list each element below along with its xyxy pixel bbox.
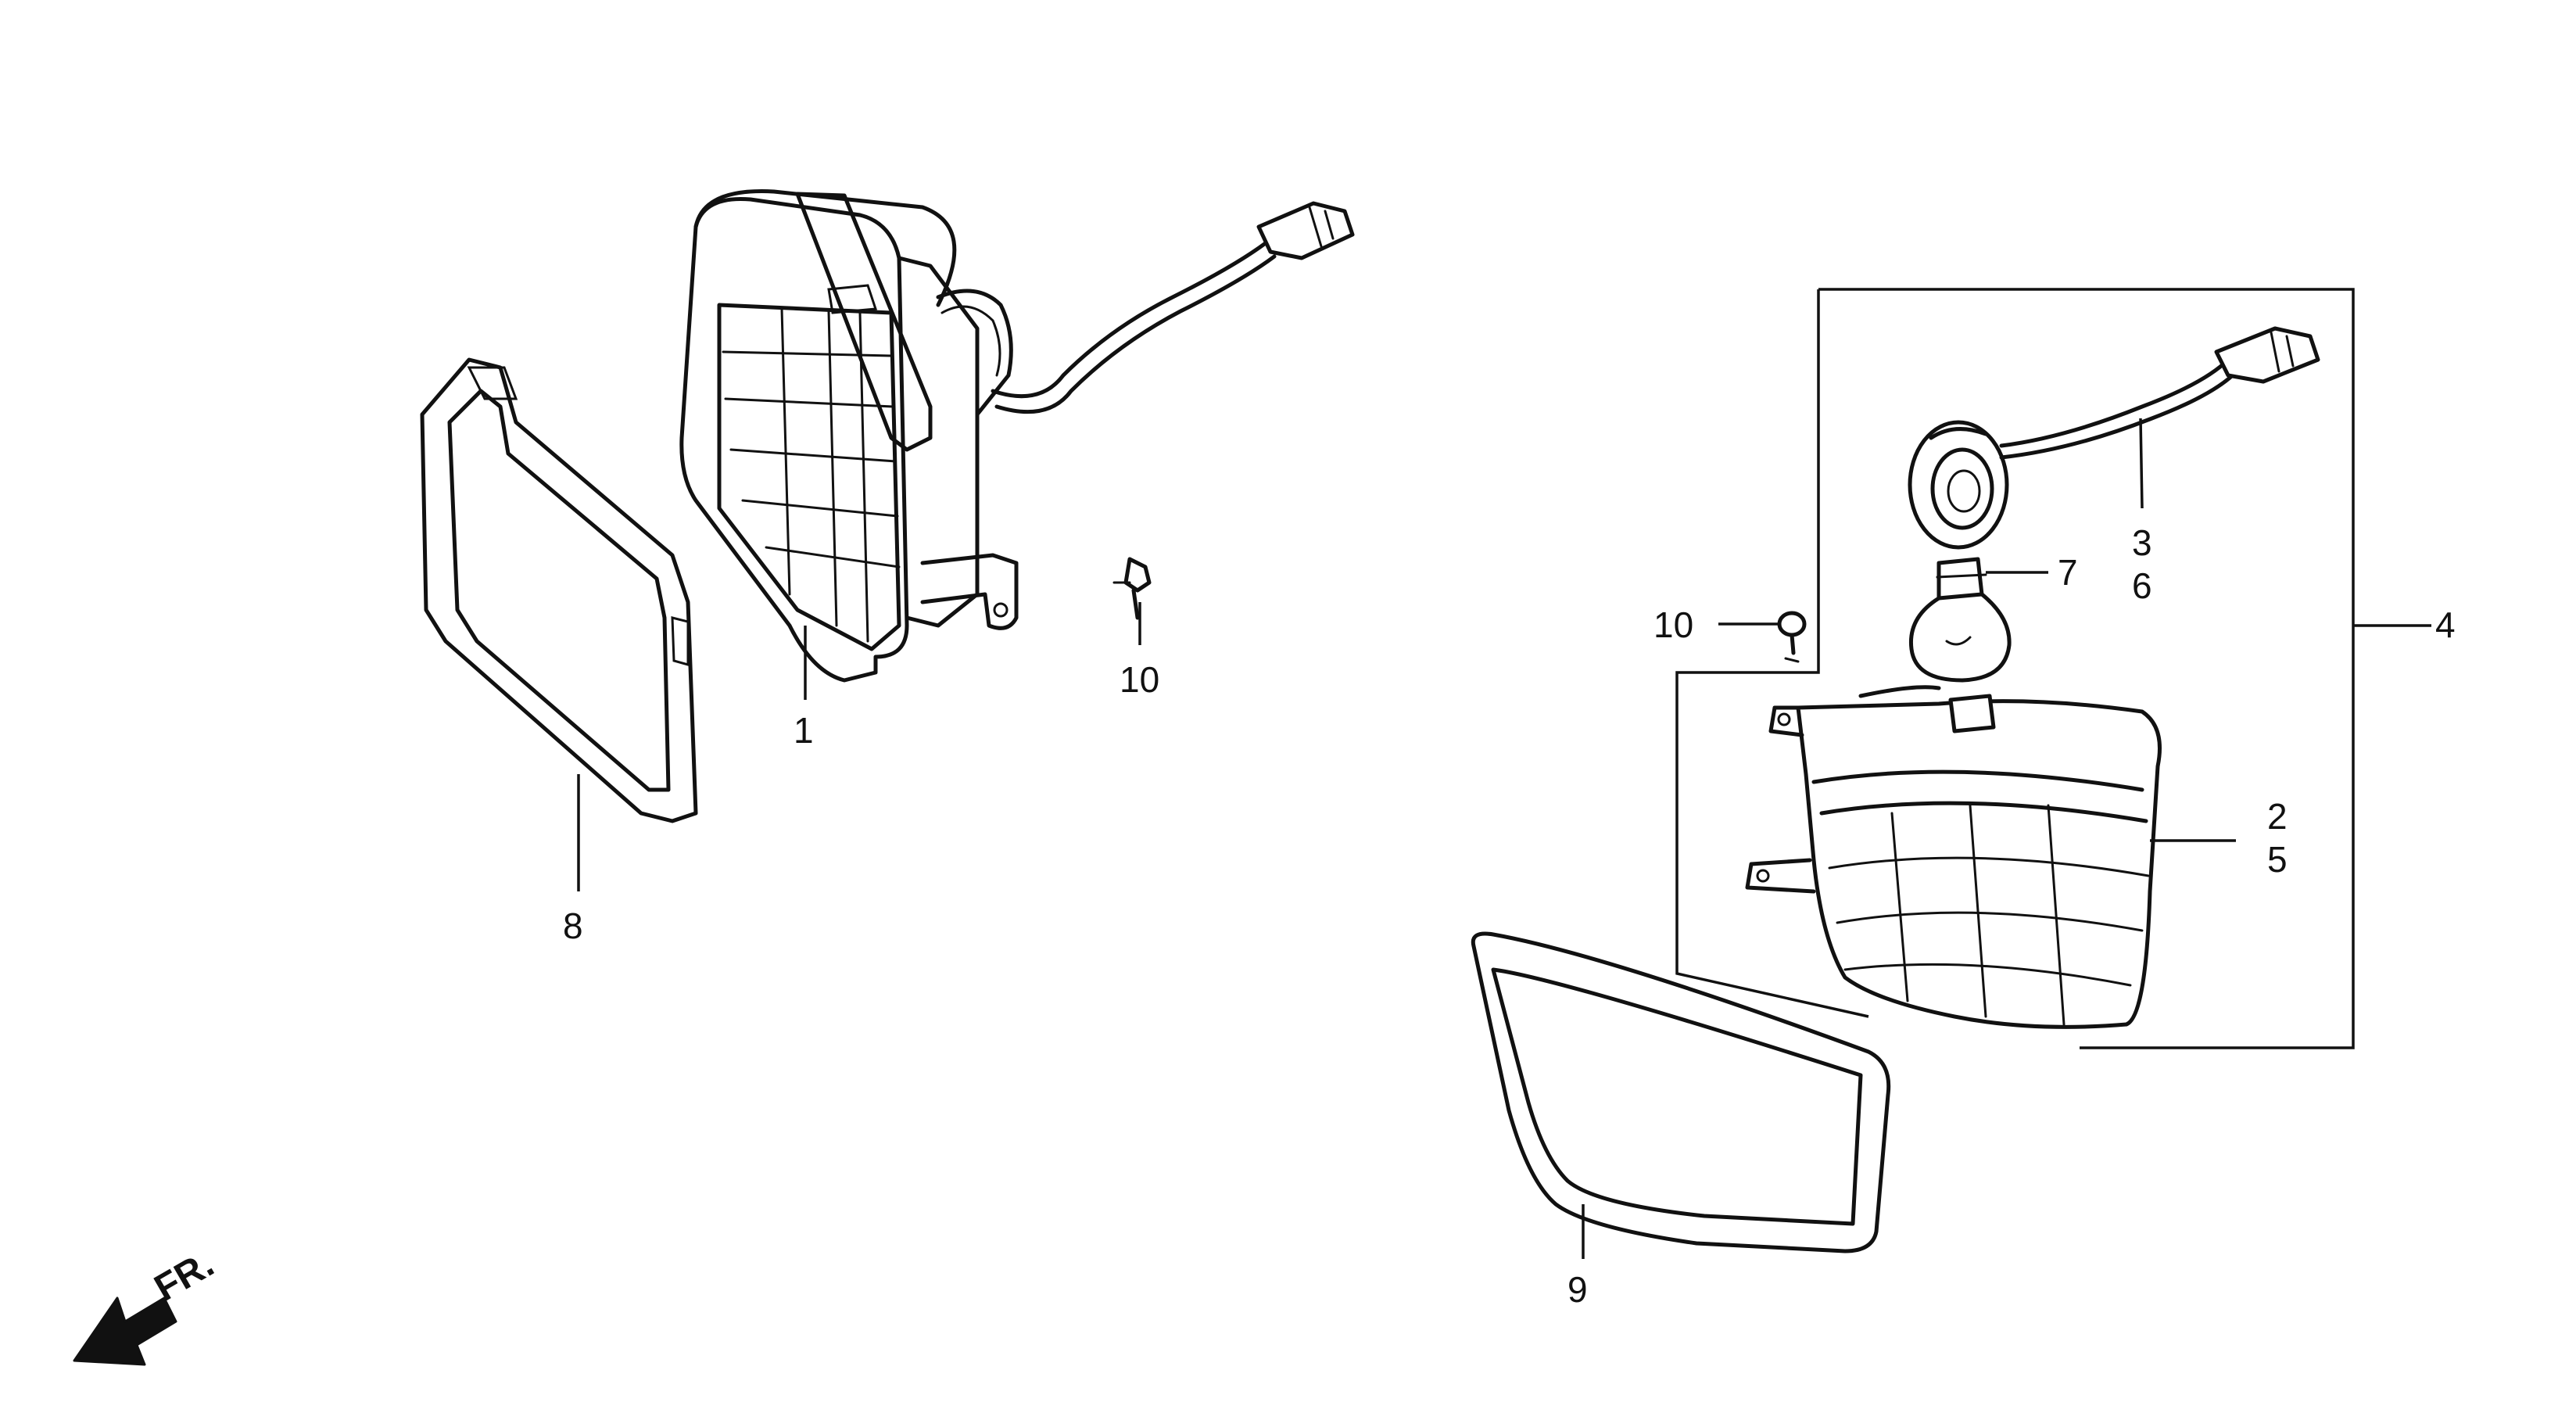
callout-3: 3 bbox=[2132, 522, 2152, 563]
callout-8: 8 bbox=[563, 906, 583, 946]
assembly-bracket bbox=[1675, 288, 2431, 1049]
callout-10-right: 10 bbox=[1653, 604, 1693, 645]
headlight-unit bbox=[679, 189, 1355, 683]
callout-5: 5 bbox=[2267, 839, 2288, 880]
callout-1: 1 bbox=[794, 710, 814, 751]
leader-lines bbox=[577, 418, 2236, 1259]
front-indicator-label: FR. bbox=[148, 1243, 220, 1310]
turn-signal-housing bbox=[1745, 685, 2162, 1029]
turn-signal-rim bbox=[1471, 931, 1891, 1253]
callout-10-left: 10 bbox=[1120, 659, 1159, 700]
bulb bbox=[1908, 557, 2012, 683]
callout-6: 6 bbox=[2132, 565, 2152, 606]
callout-2: 2 bbox=[2267, 796, 2288, 837]
screw-right bbox=[1777, 611, 1807, 663]
headlight-rim bbox=[420, 357, 698, 823]
callout-7: 7 bbox=[2058, 552, 2078, 593]
callout-9: 9 bbox=[1567, 1269, 1588, 1310]
front-arrow-icon bbox=[73, 1296, 177, 1366]
bulb-socket bbox=[1908, 326, 2320, 550]
screw-left bbox=[1112, 557, 1152, 620]
callout-4: 4 bbox=[2435, 604, 2456, 645]
